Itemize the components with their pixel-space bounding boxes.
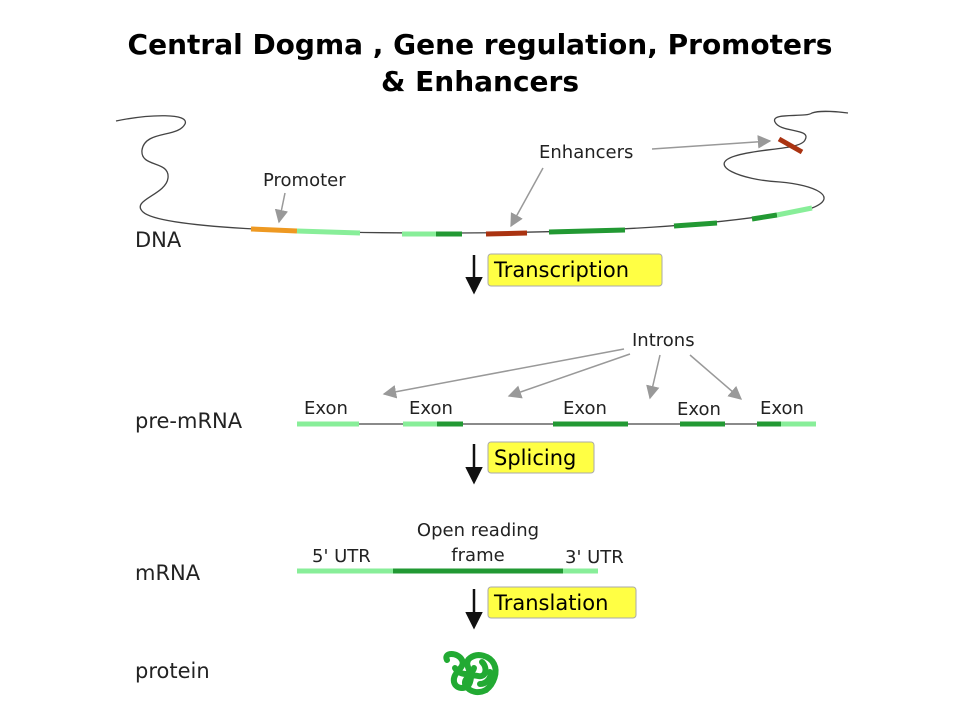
intron-pointer-3 [646,354,661,400]
pre-mrna-label: pre-mRNA [135,409,243,433]
enhancer-segment-1 [485,230,528,237]
enhancers-label: Enhancers [539,142,633,163]
promoter-label: Promoter [263,170,346,191]
splicing-box [487,441,595,474]
exon-label-3: Exon [563,398,607,419]
protein-label: protein [135,659,210,683]
intron-pointer-2 [507,353,631,399]
intron-pointer-4 [689,354,743,400]
transcription-label: Transcription [493,258,629,282]
translation-step: Translation [465,586,637,630]
orf-label-line-2: frame [451,545,504,566]
splicing-label: Splicing [494,446,576,470]
intron-pointer-1 [382,348,625,399]
introns-label: Introns [632,330,695,351]
exon-label-5: Exon [760,398,804,419]
enhancer-pointer-2 [651,135,772,150]
dna-label: DNA [135,228,182,252]
utr3-label: 3' UTR [565,547,624,568]
pre-mrna-section: pre-mRNA Exon Exon Exon Exon Exon Intron… [135,330,816,433]
folded-protein-icon [443,651,499,696]
dna-exon-4 [673,220,718,229]
exon-label-2: Exon [409,398,453,419]
page-title: Central Dogma , Gene regulation, Promote… [0,26,960,100]
dna-exon-5b [776,205,813,218]
title-line-1: Central Dogma , Gene regulation, Promote… [127,28,833,61]
exon-label-1: Exon [304,398,348,419]
exon-label-4: Exon [677,399,721,420]
promoter-segment [250,226,298,234]
protein-section: protein [135,651,499,696]
mrna-label: mRNA [135,561,201,585]
enhancer-segment-2 [777,136,804,155]
dna-exon-5a [751,212,778,222]
utr5-label: 5' UTR [312,546,371,567]
transcription-box [487,253,663,287]
translation-label: Translation [493,591,608,615]
dna-exon-1 [296,228,361,236]
promoter-pointer [274,192,289,224]
splicing-step: Splicing [465,441,595,485]
dna-section: DNA Promoter Enhancers [115,110,849,252]
transcription-step: Transcription [465,253,663,295]
enhancer-pointer-1 [510,167,544,228]
orf-label-line-1: Open reading [417,520,539,541]
mrna-section: mRNA 5' UTR 3' UTR Open reading frame [135,520,624,585]
translation-box [487,586,637,619]
dna-exon-3 [548,227,626,235]
title-line-2: & Enhancers [380,65,580,98]
dna-strand [115,110,849,234]
